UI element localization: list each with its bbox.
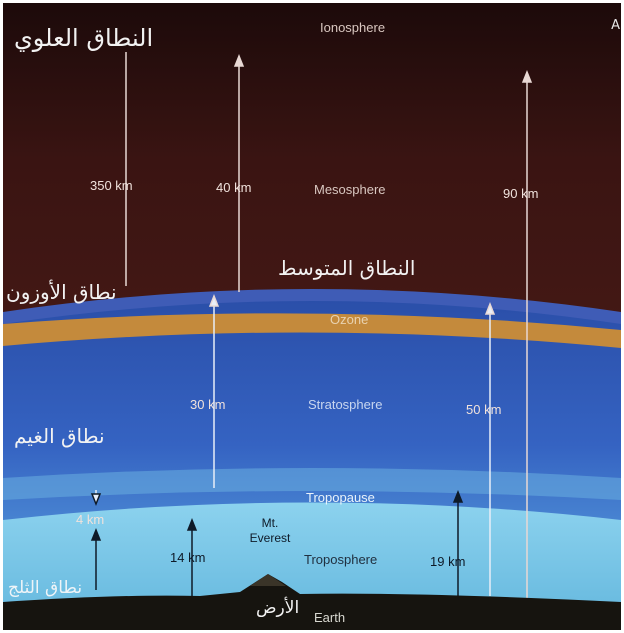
altitude-arrows-dark [90,489,464,598]
label-ionosphere: Ionosphere [320,20,386,35]
label-ar-earth: الأرض [256,598,300,618]
label-troposphere: Troposphere [304,552,378,567]
altitude-14km: 14 km [170,550,206,565]
label-ar-middle: النطاق المتوسط [278,256,416,280]
label-tropopause: Tropopause [306,490,375,505]
label-ar-upper: النطاق العلوي [14,24,154,52]
label-ar-snow: نطاق الثلج [8,578,83,598]
altitude-4km: 4 km [76,512,105,527]
altitude-350km: 350 km [90,178,133,193]
corner-mark: A [611,18,620,33]
altitude-19km: 19 km [430,554,466,569]
altitude-lines [125,52,533,598]
earth-surface [3,574,621,630]
label-ar-cloud: نطاق الغيم [14,424,105,448]
label-ar-ozone: نطاق الأوزون [6,280,117,304]
label-mt-everest: Mt. Everest [249,516,291,545]
everest-peak [250,574,286,586]
ozone-layer-band [3,313,621,348]
label-ozone: Ozone [330,312,369,327]
altitude-90km: 90 km [503,186,539,201]
altitude-30km: 30 km [190,397,226,412]
label-earth: Earth [314,610,346,625]
label-mesosphere: Mesosphere [314,182,386,197]
altitude-50km: 50 km [466,402,502,417]
ozone-upper-edge [3,289,621,324]
label-stratosphere: Stratosphere [308,397,383,412]
altitude-40km: 40 km [216,180,252,195]
tropopause-band [3,468,621,500]
